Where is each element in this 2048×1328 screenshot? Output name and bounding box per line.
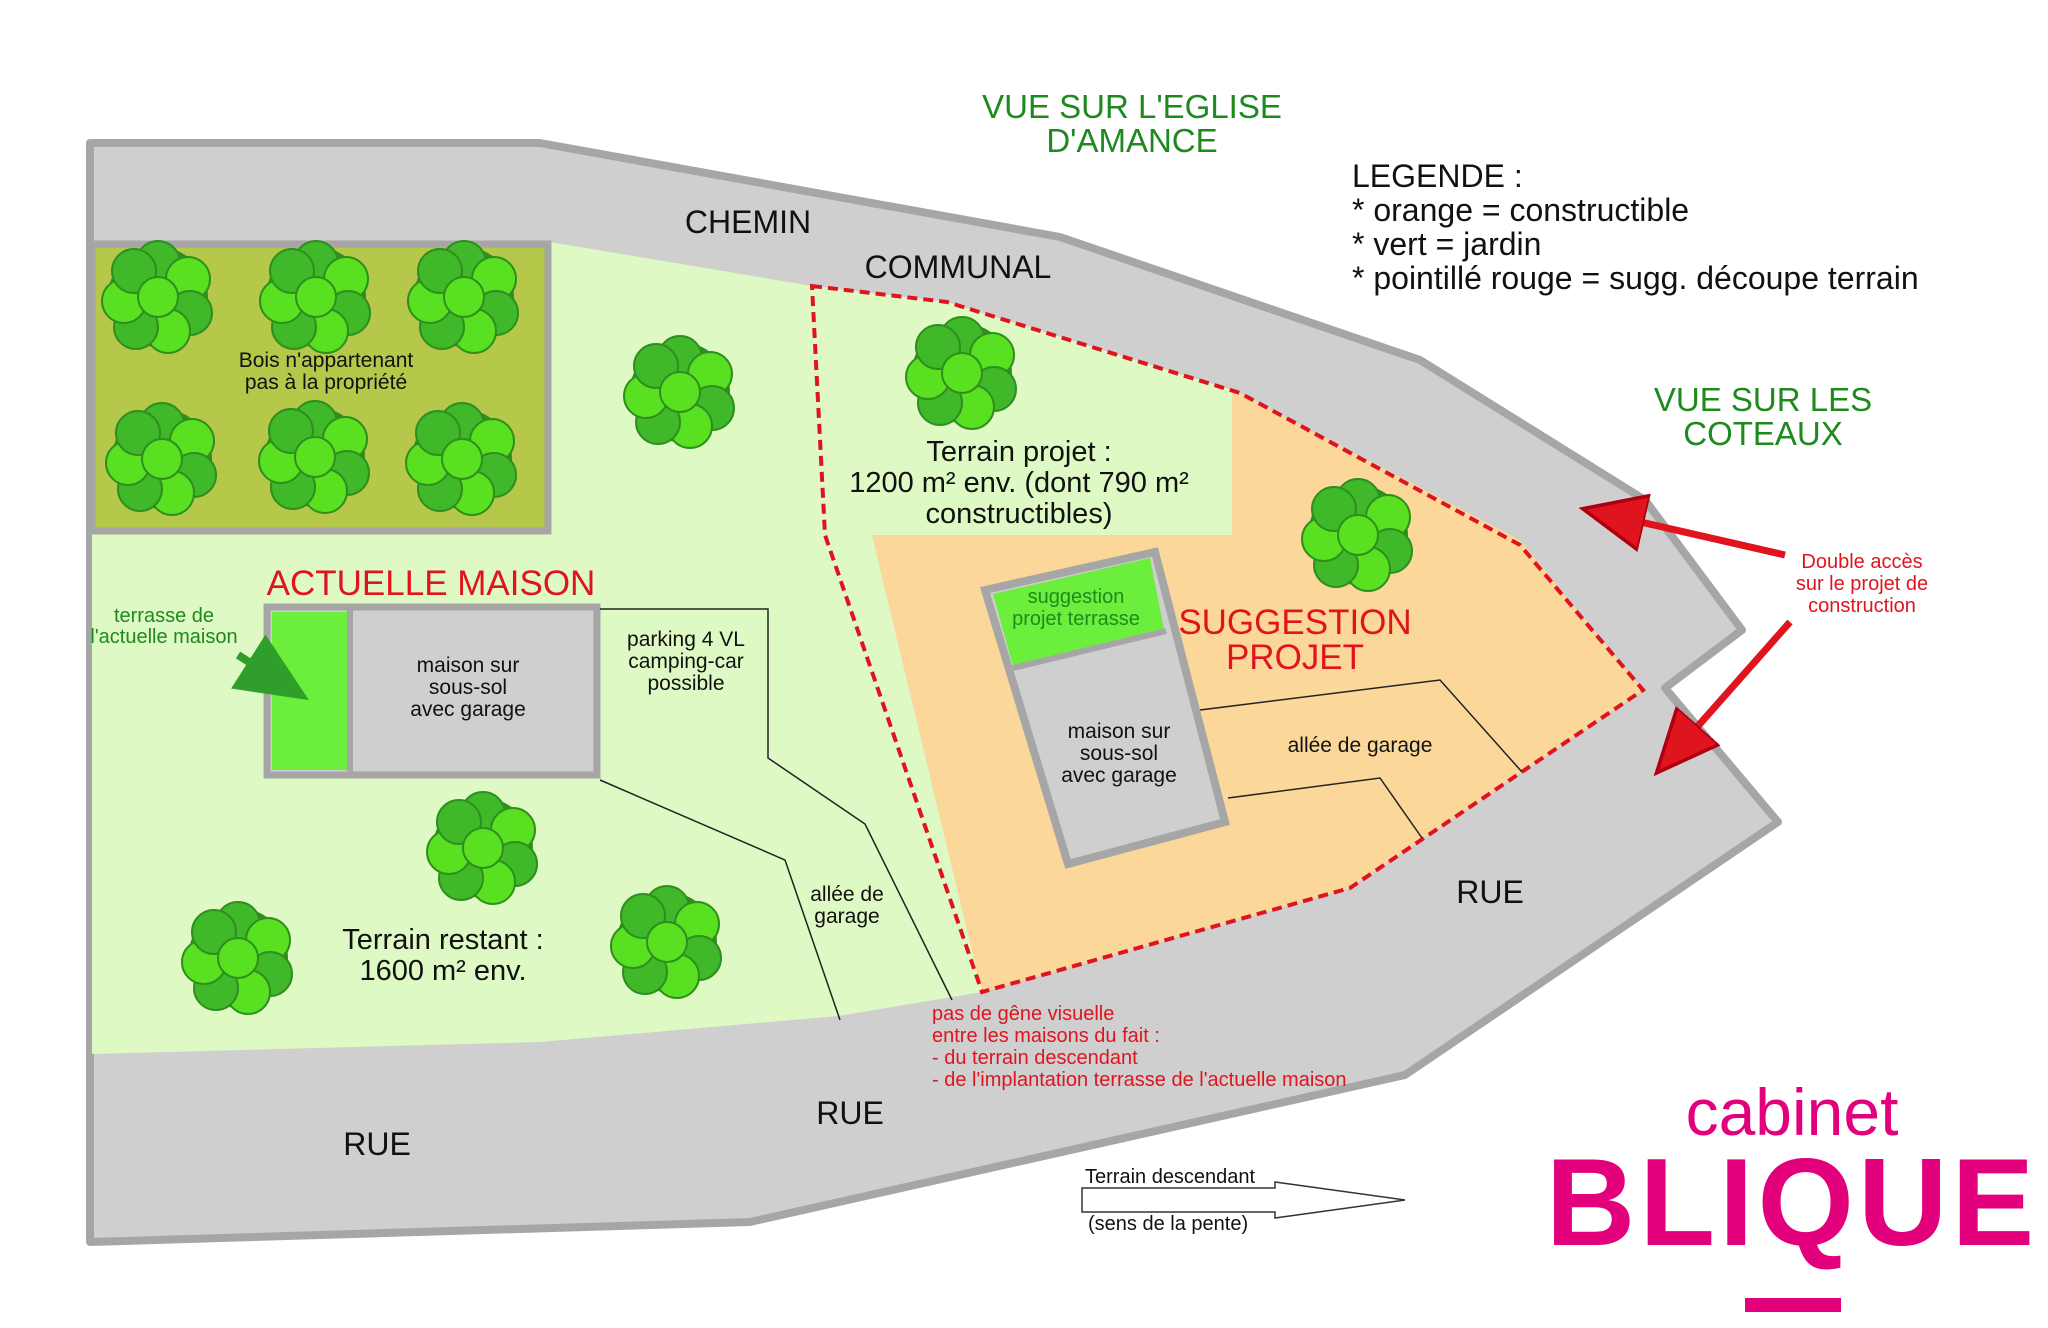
road-label-rue-left: RUE: [343, 1126, 411, 1162]
legend-orange: * orange = constructible: [1352, 192, 1689, 228]
slope-label-bottom: (sens de la pente): [1088, 1213, 1248, 1235]
legend-title: LEGENDE :: [1352, 158, 1523, 194]
view-hills-line1: VUE SUR LES: [1654, 381, 1872, 418]
road-label-chemin: CHEMIN: [685, 204, 811, 240]
parking-line2: camping-car: [628, 650, 744, 673]
road-label-communal: COMMUNAL: [865, 249, 1052, 285]
access-arrow-bottom: [1675, 619, 1793, 752]
logo-line2: BLIQUE: [1546, 1134, 2038, 1272]
project-terrace-divider: [1012, 628, 1167, 671]
legend-green: * vert = jardin: [1352, 226, 1541, 262]
parking-line3: possible: [647, 672, 724, 695]
visual-note-line2: entre les maisons du fait :: [932, 1025, 1160, 1047]
tree-icon: [905, 316, 1017, 430]
slope-label-top: Terrain descendant: [1085, 1166, 1256, 1188]
terrace-label-line2: l'actuelle maison: [90, 626, 237, 648]
project-land-line3: constructibles): [926, 498, 1113, 530]
tree-icon: [407, 240, 519, 354]
double-access-line1: Double accès: [1801, 551, 1922, 573]
current-house-line3: avec garage: [410, 698, 526, 721]
tree-icon: [610, 885, 722, 999]
current-house-title: ACTUELLE MAISON: [267, 564, 596, 603]
suggested-cut-line: [809, 283, 1646, 995]
tree-icon: [405, 402, 517, 516]
project-land-line2: 1200 m² env. (dont 790 m²: [849, 467, 1189, 499]
legend-red-dotted: * pointillé rouge = sugg. découpe terrai…: [1352, 260, 1919, 296]
woods-label-line2: pas à la propriété: [245, 371, 407, 394]
tree-icon: [259, 240, 371, 354]
project-house-line3: avec garage: [1061, 764, 1177, 787]
driveway-right-label: allée de garage: [1288, 734, 1433, 757]
view-hills-line2: COTEAUX: [1683, 415, 1843, 452]
current-house-line2: sous-sol: [429, 676, 507, 699]
terrace-arrow: [231, 634, 309, 701]
tree-icon: [258, 400, 370, 514]
driveway-left-line2: garage: [814, 905, 879, 928]
suggested-terrace-line1: suggestion: [1028, 586, 1125, 608]
logo-underline: [1745, 1298, 1841, 1312]
tree-icon: [426, 791, 538, 905]
view-church-line1: VUE SUR L'EGLISE: [982, 88, 1282, 125]
suggestion-title-line1: SUGGESTION: [1178, 603, 1411, 642]
slope-arrow: [1081, 1181, 1406, 1219]
tree-icon: [105, 402, 217, 516]
visual-note-line3: - du terrain descendant: [932, 1047, 1138, 1069]
suggested-terrace-line2: projet terrasse: [1012, 608, 1140, 630]
terrace-label-line1: terrasse de: [114, 605, 214, 627]
current-terrace: [272, 612, 348, 770]
tree-icon: [101, 240, 213, 354]
remaining-land-line1: Terrain restant :: [342, 924, 543, 956]
road-label-rue-right: RUE: [1456, 874, 1524, 910]
remaining-land-line2: 1600 m² env.: [359, 955, 526, 987]
woods-label-line1: Bois n'appartenant: [239, 349, 414, 372]
trees-layer: [101, 240, 1413, 1015]
project-house-line1: maison sur: [1068, 720, 1171, 743]
suggestion-title-line2: PROJET: [1226, 638, 1364, 677]
visual-note-line4: - de l'implantation terrasse de l'actuel…: [932, 1069, 1347, 1091]
view-church-line2: D'AMANCE: [1046, 122, 1217, 159]
double-access-line3: construction: [1808, 595, 1916, 617]
visual-note-line1: pas de gêne visuelle: [932, 1003, 1114, 1025]
double-access-line2: sur le projet de: [1796, 573, 1928, 595]
road-label-rue-center: RUE: [816, 1095, 884, 1131]
cabinet-blique-logo: cabinet BLIQUE: [1546, 1075, 2038, 1312]
access-arrow-top: [1610, 515, 1786, 559]
tree-icon: [181, 901, 293, 1015]
project-house-line2: sous-sol: [1080, 742, 1158, 765]
current-house-line1: maison sur: [417, 654, 520, 677]
parking-line1: parking 4 VL: [627, 628, 745, 651]
project-land-line1: Terrain projet :: [926, 436, 1111, 468]
tree-icon: [1301, 478, 1413, 592]
driveway-lines: [599, 608, 1523, 1021]
driveway-left-line1: allée de: [810, 883, 884, 906]
logo-line1: cabinet: [1686, 1075, 1899, 1149]
tree-icon: [623, 335, 735, 449]
